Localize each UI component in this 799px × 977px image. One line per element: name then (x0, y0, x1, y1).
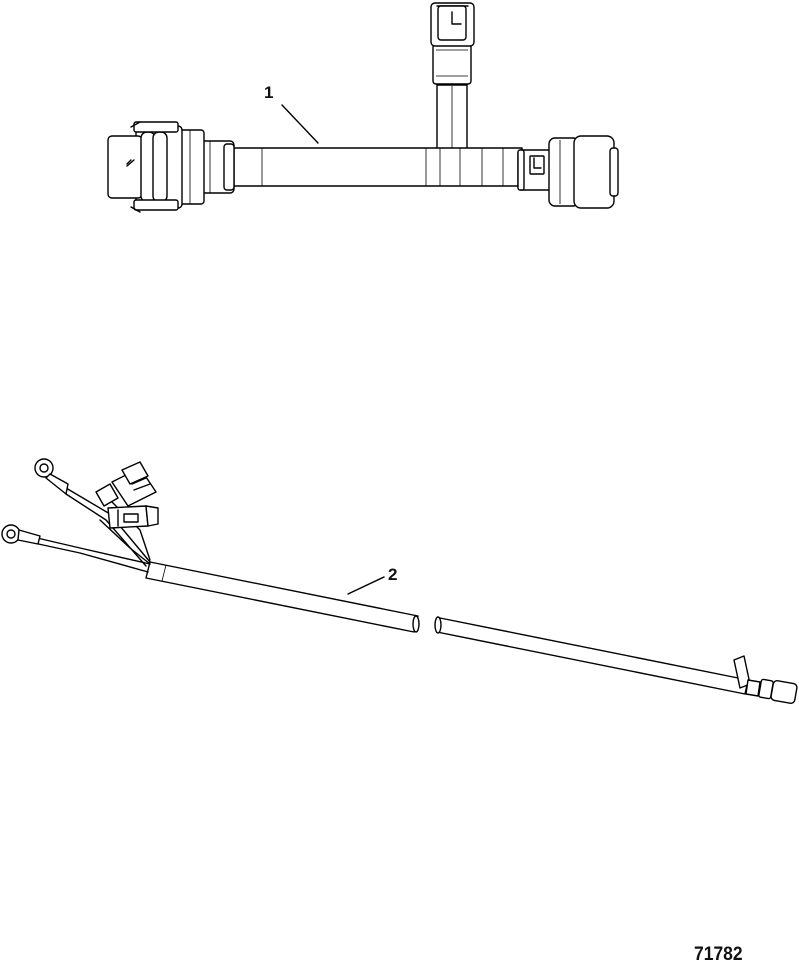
left-connector (107, 121, 235, 213)
harness-adapter-part: 1 (107, 2, 619, 213)
ring-terminal-upper (34, 458, 69, 495)
branch-cable (436, 84, 468, 152)
main-tube (231, 147, 523, 187)
breakout-connector-b (107, 505, 159, 529)
callout-1-leader (281, 104, 319, 144)
callout-1-label: 1 (264, 83, 273, 102)
harness-jacket-left (145, 561, 420, 633)
callout-2-label: 2 (388, 565, 397, 584)
breakout-connector-a (95, 461, 157, 507)
ring-terminal-lower (1, 524, 41, 545)
wire-harness-part: 2 (1, 458, 798, 704)
figure-id: 71782 (694, 944, 743, 965)
callout-2-leader (347, 576, 385, 595)
branch-connector (430, 2, 475, 85)
right-connector (517, 135, 619, 209)
end-connector (733, 655, 798, 704)
harness-jacket-right (434, 616, 749, 695)
